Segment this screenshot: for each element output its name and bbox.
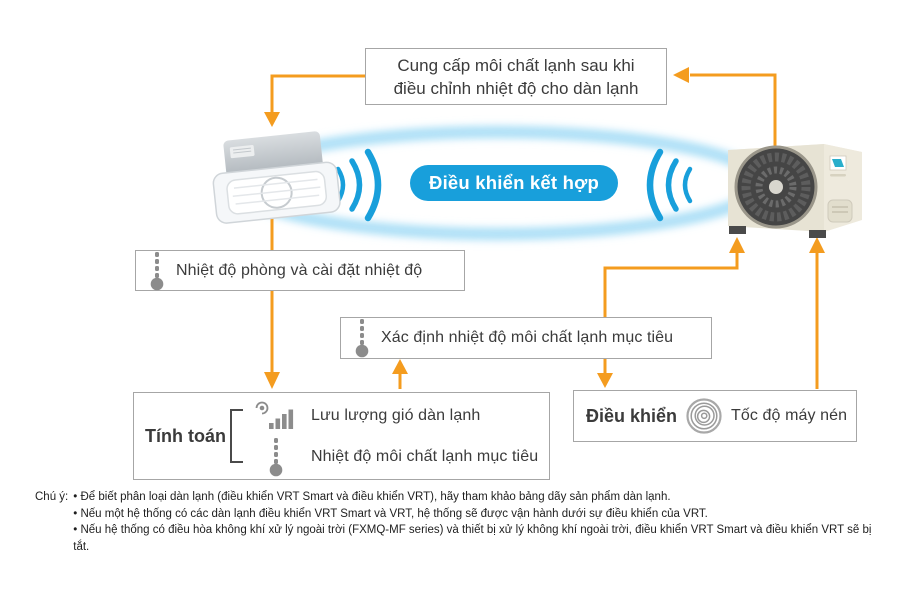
control-item-label: Tốc độ máy nén — [731, 407, 848, 424]
supply-refrigerant-box: Cung cấp môi chất lạnh sau khi điều chỉn… — [365, 48, 667, 105]
footnotes: Chú ý: • Để biết phân loại dàn lạnh (điề… — [35, 489, 883, 555]
calc-row-airflow: Lưu lượng gió dàn lạnh — [253, 400, 538, 432]
arrow-outdoor-to-topbox — [690, 73, 777, 147]
footnote-item: • Nếu hệ thống có điều hòa không khí xử … — [73, 524, 872, 553]
control-box: Điều khiển Tốc độ máy nén — [573, 390, 857, 442]
outdoor-unit-image — [728, 144, 862, 238]
arrow-target-to-outdoor — [603, 253, 739, 317]
control-title: Điều khiển — [586, 405, 678, 426]
calc-target-temp-label: Nhiệt độ môi chất lạnh mục tiêu — [310, 447, 539, 465]
thermometer-icon — [150, 251, 164, 290]
combined-control-label: Điều khiển kết hợp — [429, 172, 599, 193]
supply-refrigerant-line1: Cung cấp môi chất lạnh sau khi — [397, 55, 635, 75]
target-temp-label: Xác định nhiệt độ môi chất lạnh mục tiêu — [381, 329, 674, 346]
signal-waves-right-icon — [646, 148, 693, 222]
calculation-box: Tính toán L — [133, 392, 550, 480]
supply-refrigerant-line2: điều chỉnh nhiệt độ cho dàn lạnh — [393, 78, 639, 98]
footnote-item: • Để biết phân loại dàn lạnh (điều khiển… — [73, 491, 671, 503]
indoor-unit-image — [212, 131, 341, 224]
room-temp-box: Nhiệt độ phòng và cài đặt nhiệt độ — [135, 250, 465, 291]
calculation-title: Tính toán — [145, 425, 226, 446]
calc-row-target-temp: Nhiệt độ môi chất lạnh mục tiêu — [253, 437, 539, 476]
footnote-item: • Nếu một hệ thống có các dàn lạnh điều … — [73, 507, 708, 520]
footnotes-label: Chú ý: — [35, 491, 69, 503]
target-temp-box: Xác định nhiệt độ môi chất lạnh mục tiêu — [340, 317, 712, 359]
thermometer-icon — [269, 437, 283, 476]
thermometer-icon — [355, 319, 369, 358]
calc-airflow-label: Lưu lượng gió dàn lạnh — [310, 406, 481, 424]
combined-control-pill: Điều khiển kết hợp — [410, 165, 618, 201]
arrow-topbox-to-indoor — [270, 74, 365, 112]
room-temp-label: Nhiệt độ phòng và cài đặt nhiệt độ — [176, 261, 423, 279]
compressor-spiral-icon — [686, 398, 722, 434]
bracket-shape — [229, 409, 243, 463]
fan-airflow-icon — [255, 401, 294, 429]
